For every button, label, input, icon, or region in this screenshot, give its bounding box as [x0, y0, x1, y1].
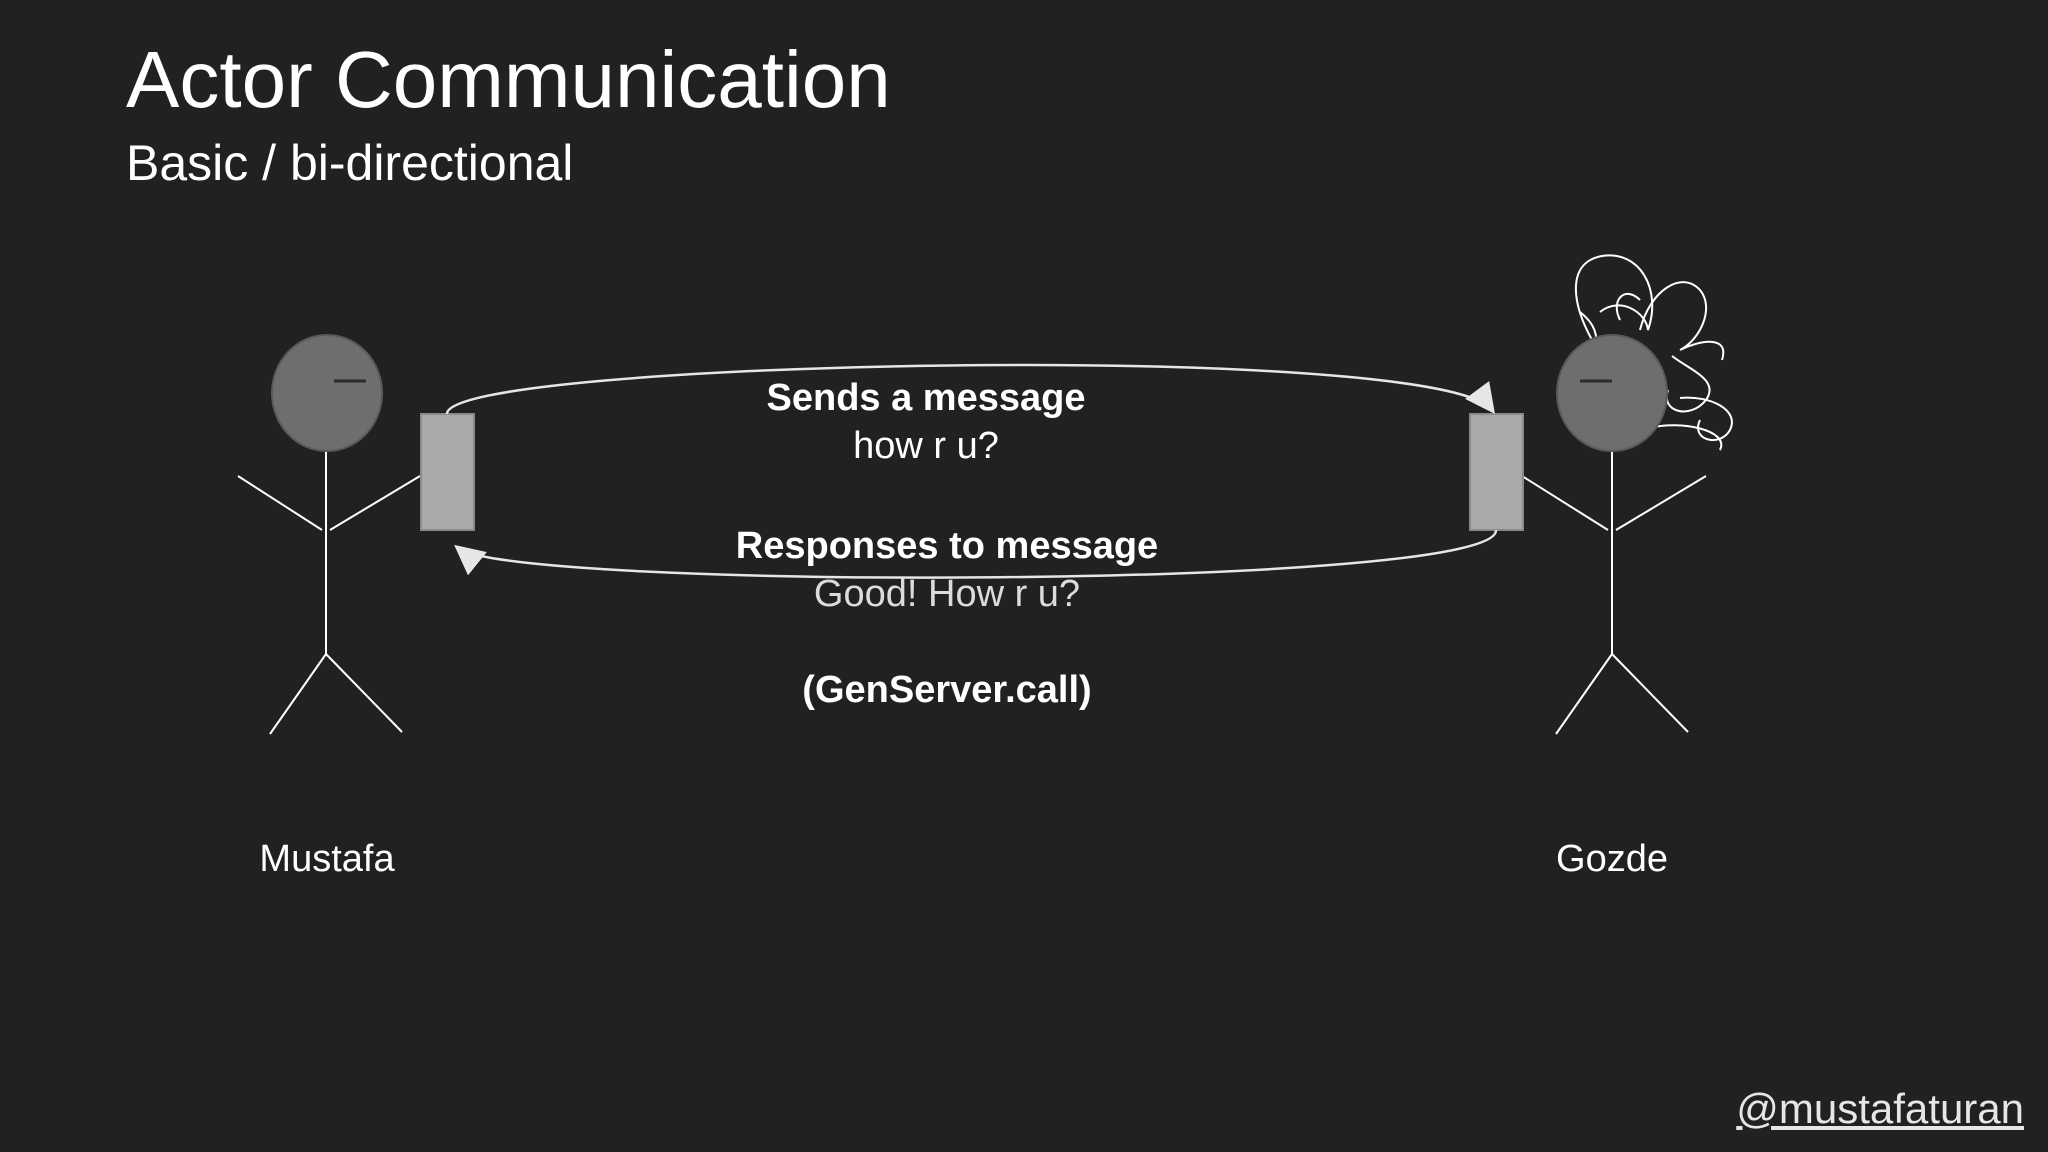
response-arrow — [454, 529, 1498, 579]
author-handle-link[interactable]: @mustafaturan — [1736, 1085, 2024, 1132]
request-arrow — [445, 363, 1496, 415]
sender-figure — [237, 450, 421, 735]
sender-name: Mustafa — [259, 838, 395, 880]
slide-subtitle: Basic / bi-directional — [126, 135, 574, 191]
response-label: Responses to message — [735, 525, 1159, 567]
receiver-mailbox — [1469, 413, 1524, 531]
receiver-figure — [1521, 450, 1707, 735]
slide-title: Actor Communication — [126, 35, 891, 124]
genserver-call-note: (GenServer.call) — [802, 669, 1092, 711]
sender-head — [271, 334, 383, 452]
receiver-head — [1556, 334, 1668, 452]
sender-mailbox — [420, 413, 475, 531]
response-text: Good! How r u? — [813, 573, 1081, 615]
request-label: Sends a message — [766, 377, 1086, 419]
receiver-name: Gozde — [1556, 838, 1668, 880]
request-text: how r u? — [853, 425, 999, 467]
